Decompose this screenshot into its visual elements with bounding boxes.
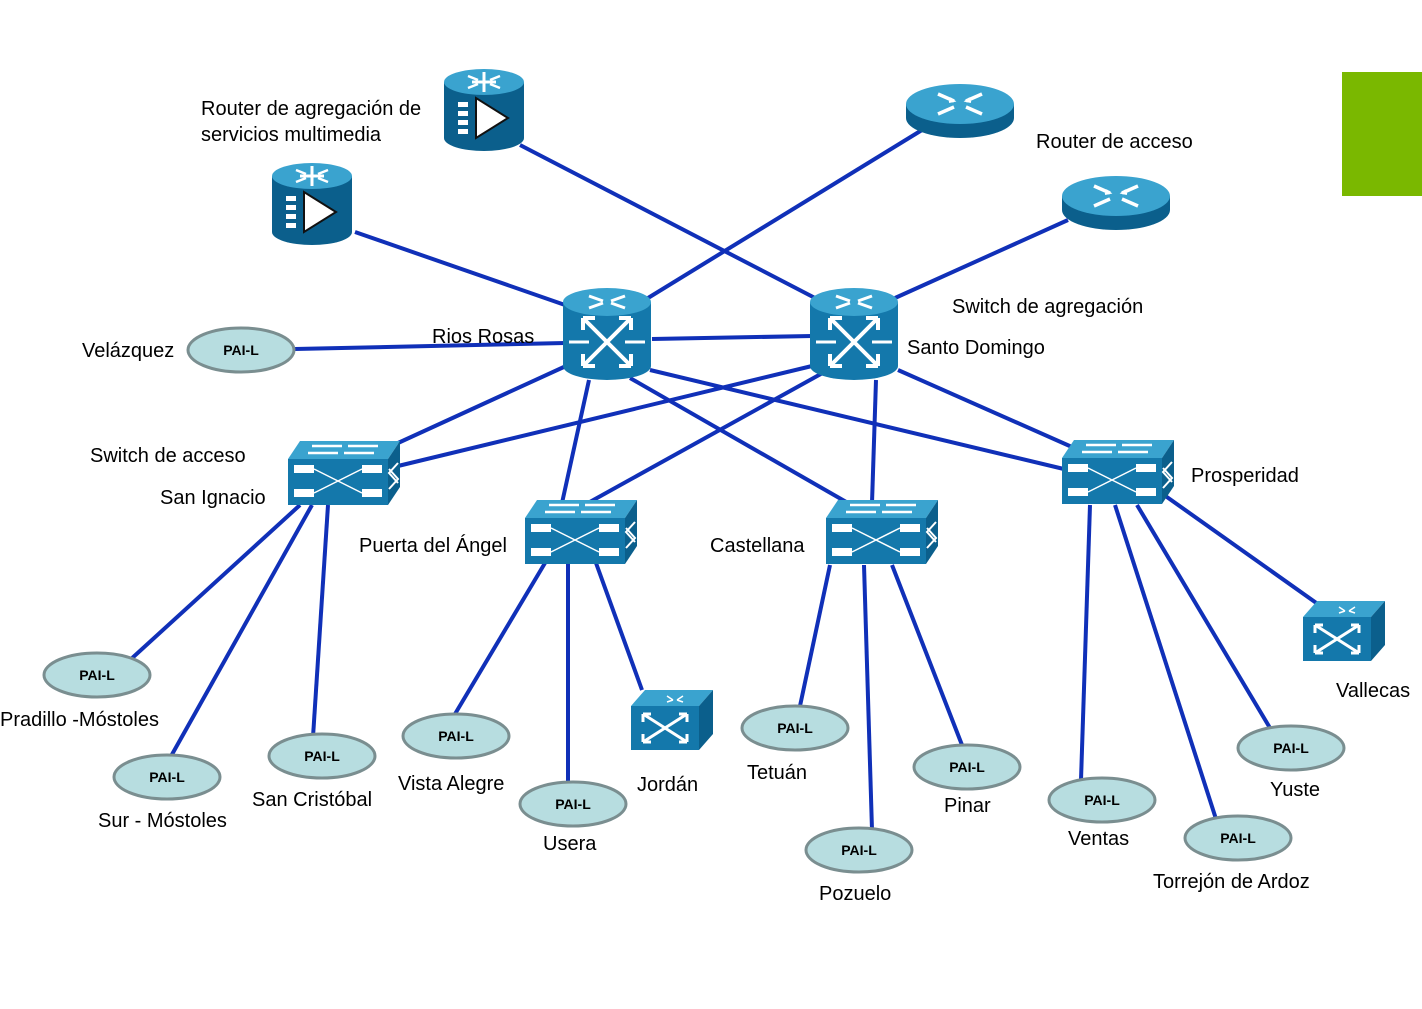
aggregation-switch-icon — [561, 286, 653, 382]
label-router-multimedia-line1: Router de agregación de — [201, 98, 421, 120]
label-san-cristobal: San Cristóbal — [252, 789, 372, 811]
link-prosperidad-ventas — [1079, 504, 1092, 781]
link-accessrouter1-riosrosas — [646, 128, 924, 300]
pai-node-ventas: PAI-L — [1047, 776, 1157, 824]
label-rios-rosas: Rios Rosas — [432, 326, 534, 348]
label-pinar: Pinar — [944, 795, 991, 817]
link-sanignacio-sancristobal — [311, 504, 330, 738]
multimedia-router-icon — [442, 67, 526, 153]
pai-node-sur-mostoles: PAI-L — [112, 753, 222, 801]
link-puertaangel-jordan — [594, 562, 644, 691]
pai-node-pradillo: PAI-L — [42, 651, 152, 699]
label-yuste: Yuste — [1270, 779, 1320, 801]
link-mmrouter2-riosrosas — [354, 230, 566, 307]
link-riosrosas-santodomingo — [651, 334, 813, 341]
label-vallecas: Vallecas — [1336, 680, 1410, 702]
label-santo-domingo: Santo Domingo — [907, 337, 1045, 359]
label-castellana: Castellana — [710, 535, 805, 557]
link-santodomingo-prosperidad — [897, 368, 1091, 457]
multimedia-router-icon — [270, 161, 354, 247]
svg-text:PAI-L: PAI-L — [79, 667, 115, 683]
pai-node-pozuelo: PAI-L — [804, 826, 914, 874]
svg-text:PAI-L: PAI-L — [1273, 740, 1309, 756]
svg-text:PAI-L: PAI-L — [1220, 830, 1256, 846]
label-usera: Usera — [543, 833, 597, 855]
link-castellana-tetuan — [798, 564, 832, 707]
label-jordan: Jordán — [637, 774, 698, 796]
link-velazquez-riosrosas — [294, 341, 566, 351]
svg-text:PAI-L: PAI-L — [949, 759, 985, 775]
switch-icon — [1301, 599, 1387, 663]
link-prosperidad-yuste — [1135, 503, 1272, 730]
link-prosperidad-vallecas — [1155, 488, 1324, 609]
green-accent-block — [1342, 72, 1422, 196]
link-riosrosas-castellana — [629, 376, 849, 505]
labels: Router de agregación de servicios multim… — [0, 98, 1410, 905]
label-velazquez: Velázquez — [82, 340, 174, 362]
svg-text:PAI-L: PAI-L — [777, 720, 813, 736]
aggregation-switch-icon — [808, 286, 900, 382]
link-accessrouter2-santodomingo — [894, 218, 1069, 300]
link-sanignacio-pradillo — [128, 503, 302, 662]
link-sanignacio-sur — [168, 504, 314, 759]
pai-node-san-cristobal: PAI-L — [267, 732, 377, 780]
svg-text:PAI-L: PAI-L — [149, 769, 185, 785]
label-torrejon: Torrejón de Ardoz — [1153, 871, 1310, 893]
label-san-ignacio: San Ignacio — [160, 487, 266, 509]
pai-node-vista-alegre: PAI-L — [401, 712, 511, 760]
pai-node-torrejon: PAI-L — [1183, 814, 1293, 862]
pai-nodes: PAI-L PAI-L PAI-L PAI-L PAI-L PAI-L PAI-… — [42, 326, 1346, 874]
link-castellana-pinar — [890, 564, 964, 746]
link-santodomingo-puertaangel — [587, 368, 829, 505]
label-router-multimedia-line2: servicios multimedia — [201, 124, 382, 146]
access-router-icon — [904, 82, 1016, 140]
label-switch-aggregation: Switch de agregación — [952, 296, 1143, 318]
link-riosrosas-puertaangel — [560, 379, 591, 504]
switch-icon — [629, 688, 715, 752]
svg-text:PAI-L: PAI-L — [841, 842, 877, 858]
access-switch-icon — [523, 498, 639, 566]
pai-node-usera: PAI-L — [518, 780, 628, 828]
link-castellana-pozuelo — [862, 564, 874, 831]
pai-node-tetuan: PAI-L — [740, 704, 850, 752]
label-ventas: Ventas — [1068, 828, 1129, 850]
access-switch-icon — [1060, 438, 1176, 506]
link-santodomingo-sanignacio — [397, 364, 813, 468]
label-prosperidad: Prosperidad — [1191, 465, 1299, 487]
link-riosrosas-sanignacio — [397, 364, 567, 445]
label-vista-alegre: Vista Alegre — [398, 773, 504, 795]
link-mmrouter1-santodomingo — [519, 143, 816, 300]
svg-text:PAI-L: PAI-L — [1084, 792, 1120, 808]
label-sur-mostoles: Sur - Móstoles — [98, 810, 227, 832]
link-puertaangel-vistaalegre — [453, 561, 547, 716]
svg-text:PAI-L: PAI-L — [304, 748, 340, 764]
link-prosperidad-torrejon — [1113, 504, 1218, 820]
access-switch-icon — [286, 439, 402, 507]
label-pozuelo: Pozuelo — [819, 883, 891, 905]
links — [128, 128, 1324, 831]
pai-node-pinar: PAI-L — [912, 743, 1022, 791]
label-puerta-del-angel: Puerta del Ángel — [359, 534, 507, 557]
pai-node-velazquez: PAI-L — [186, 326, 296, 374]
svg-text:PAI-L: PAI-L — [438, 728, 474, 744]
label-pradillo: Pradillo -Móstoles — [0, 709, 159, 731]
link-santodomingo-castellana — [870, 379, 878, 504]
svg-text:PAI-L: PAI-L — [555, 796, 591, 812]
access-switch-icon — [824, 498, 940, 566]
label-switch-access: Switch de acceso — [90, 445, 246, 467]
label-tetuan: Tetuán — [747, 762, 807, 784]
link-riosrosas-prosperidad — [649, 368, 1069, 472]
pai-node-yuste: PAI-L — [1236, 724, 1346, 772]
svg-text:PAI-L: PAI-L — [223, 342, 259, 358]
access-router-icon — [1060, 174, 1172, 232]
label-router-access: Router de acceso — [1036, 131, 1193, 153]
